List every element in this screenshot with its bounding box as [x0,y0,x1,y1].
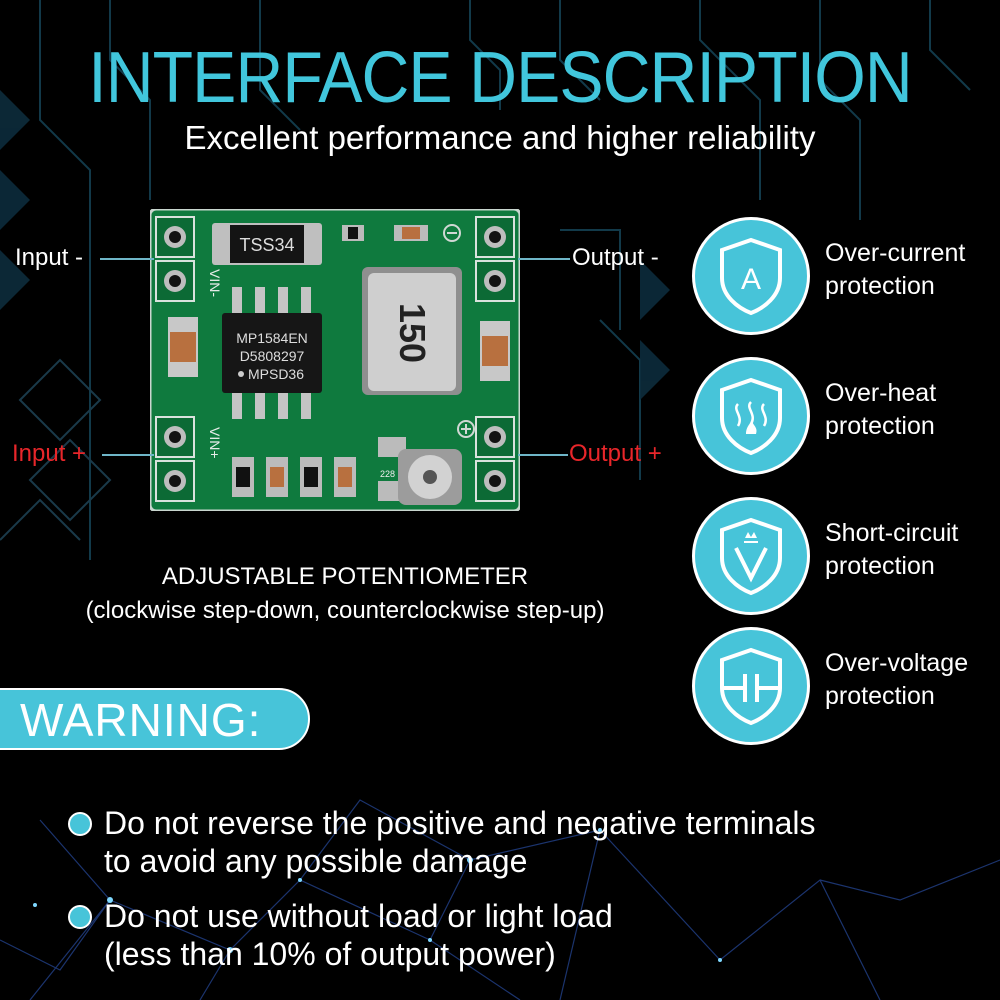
input-minus-leader-line [100,258,154,260]
shield-v-icon [692,497,810,615]
output-plus-label: Output + [569,440,662,467]
page-title: INTERFACE DESCRIPTION [88,38,912,118]
bullet-icon [68,905,92,929]
shield-capacitor-icon [692,627,810,745]
potentiometer-description: ADJUSTABLE POTENTIOMETER (clockwise step… [0,560,690,628]
potentiometer-note: (clockwise step-down, counterclockwise s… [85,597,605,624]
potentiometer-title: ADJUSTABLE POTENTIOMETER [161,563,529,590]
svg-text:228: 228 [380,469,395,479]
input-plus-leader-line [102,454,154,456]
right-terminal-pads [475,216,515,502]
warning-item: Do not use without load or light load (l… [68,897,968,977]
output-minus-leader-line [518,258,570,260]
input-plus-label: Input + [12,440,87,467]
left-terminal-pads [155,216,195,502]
svg-text:A: A [741,263,761,296]
output-minus-label: Output - [572,244,659,271]
svg-text:MP1584EN: MP1584EN [236,330,308,346]
svg-text:MPSD36: MPSD36 [248,366,304,382]
output-plus-leader-line [518,454,568,456]
page-subtitle: Excellent performance and higher reliabi… [184,119,816,156]
input-minus-label: Input - [15,244,84,271]
svg-text:150: 150 [392,303,433,363]
potentiometer: 228 [378,437,462,505]
buck-converter-board: TSS34 MP1584EN D5808297 MPSD36 VIN- VIN+… [150,209,520,511]
warning-label: WARNING: [20,694,262,746]
svg-text:VIN-: VIN- [207,269,223,297]
bullet-icon [68,812,92,836]
svg-text:TSS34: TSS34 [239,235,294,255]
warning-item: Do not reverse the positive and negative… [68,804,968,884]
shield-heat-icon [692,357,810,475]
svg-text:VIN+: VIN+ [207,427,223,459]
svg-text:D5808297: D5808297 [240,348,305,364]
warning-banner: WARNING: [0,688,310,750]
shield-a-icon: A [692,217,810,335]
